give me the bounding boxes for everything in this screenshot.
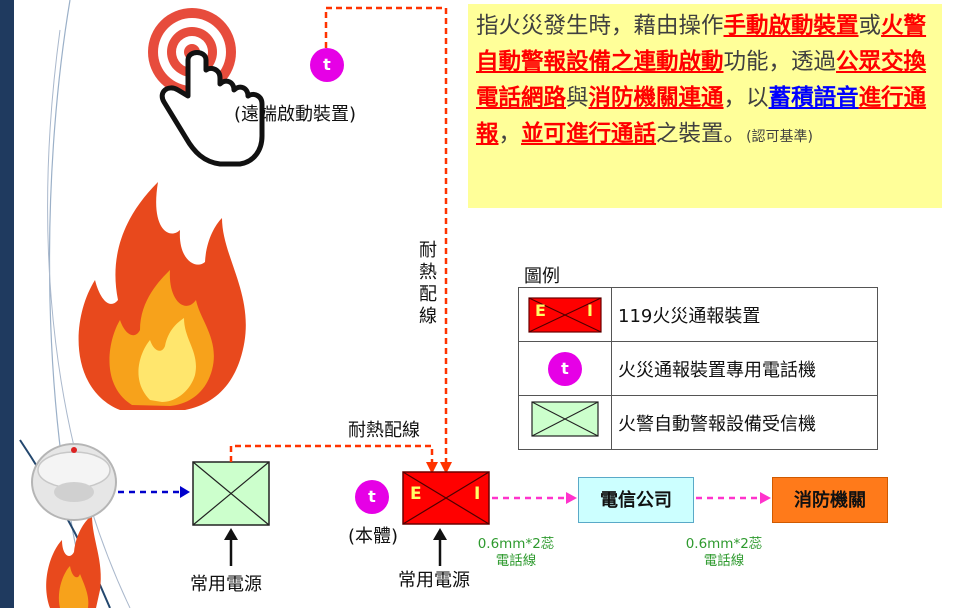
cable-label-1: 0.6mm*2蕊 電話線 [474, 536, 558, 570]
callout-highlight: 手動啟動裝置 [723, 13, 859, 39]
arrow-head [426, 462, 438, 474]
ei-device-box [402, 471, 490, 525]
power-label-left: 常用電源 [190, 574, 262, 595]
vertical-char: 配 [419, 284, 437, 305]
legend-row: t 火災通報裝置專用電話機 [518, 341, 878, 396]
legend-table: E I 119火災通報裝置 t 火災通報裝置專用電話機 火警自動警報設備受信機 [518, 287, 878, 450]
pointing-hand-icon [159, 50, 265, 167]
arrow-head [180, 486, 190, 498]
callout-highlight: 消防機關連通 [588, 85, 724, 111]
main-phone-badge: t [355, 480, 389, 514]
power-arrow-main [433, 528, 447, 566]
vertical-char: 熱 [419, 262, 437, 283]
receiver-box [192, 461, 270, 526]
callout-text: 功能，透過 [723, 49, 837, 75]
heat-wire-vertical-label: 耐 熱 配 線 [416, 240, 440, 328]
legend-label: 火災通報裝置專用電話機 [611, 341, 878, 396]
callout-text: 或 [858, 13, 882, 39]
device-i-label: I [474, 484, 481, 504]
callout-text: 與 [566, 85, 589, 111]
legend-receiver-cell [518, 395, 612, 450]
vertical-char: 耐 [419, 240, 437, 261]
callout-highlight: 並可進行通話 [521, 121, 657, 147]
callout-note: (認可基準) [746, 129, 813, 145]
callout-text: 指火災發生時，藉由操作 [476, 13, 724, 39]
legend-ei-cell: E I [518, 287, 612, 342]
legend-t-badge: t [548, 351, 582, 386]
arrow-head [566, 492, 577, 504]
power-label-main: 常用電源 [398, 570, 470, 591]
callout-text: ， [498, 121, 522, 147]
callout-highlight: 公眾交換電話網路 [476, 49, 927, 111]
definition-callout: 指火災發生時，藉由操作手動啟動裝置或火警自動警報設備之連動啟動功能，透過公眾交換… [468, 4, 942, 208]
remote-start-label: (遠端啟動裝置) [234, 104, 357, 125]
callout-highlight: 進行通報 [476, 85, 927, 147]
legend-row: E I 119火災通報裝置 [518, 287, 878, 342]
heat-wire-horizontal-label: 耐熱配線 [348, 420, 420, 441]
vertical-char: 線 [419, 306, 437, 327]
arrow-head [760, 492, 771, 504]
cable-spec: 0.6mm*2蕊 [685, 536, 763, 552]
legend-label: 119火災通報裝置 [611, 287, 878, 342]
telecom-box: 電信公司 [578, 477, 694, 523]
sidebar-strip [0, 0, 14, 608]
legend-title: 圖例 [524, 266, 560, 287]
legend-t-cell: t [518, 341, 612, 396]
decor-curve [47, 29, 131, 608]
small-flame-icon [46, 515, 101, 608]
legend-i-label: I [587, 301, 593, 320]
power-arrow-left [224, 528, 238, 566]
cable-type: 電話線 [495, 553, 537, 569]
cable-type: 電話線 [703, 553, 745, 569]
main-unit-label: (本體) [348, 526, 399, 547]
device-e-label: E [410, 484, 422, 504]
arrow-head [440, 462, 452, 474]
decor-curve [19, 439, 111, 608]
callout-text: ，以 [723, 85, 769, 111]
callout-highlight-blue: 蓄積語音 [768, 85, 859, 111]
legend-row: 火警自動警報設備受信機 [518, 395, 878, 450]
callout-text: 之裝置。 [656, 121, 747, 147]
cable-label-2: 0.6mm*2蕊 電話線 [682, 536, 766, 570]
smoke-detector-icon [31, 443, 117, 521]
fire-dept-box: 消防機關 [772, 477, 888, 523]
heat-wire-remote [324, 6, 448, 465]
callout-highlight: 火警自動警報設備之連動啟動 [476, 13, 927, 75]
flame-icon [78, 182, 246, 410]
legend-label: 火警自動警報設備受信機 [611, 395, 878, 450]
cable-spec: 0.6mm*2蕊 [477, 536, 555, 552]
legend-e-label: E [535, 301, 546, 320]
remote-phone-badge: t [310, 48, 344, 82]
